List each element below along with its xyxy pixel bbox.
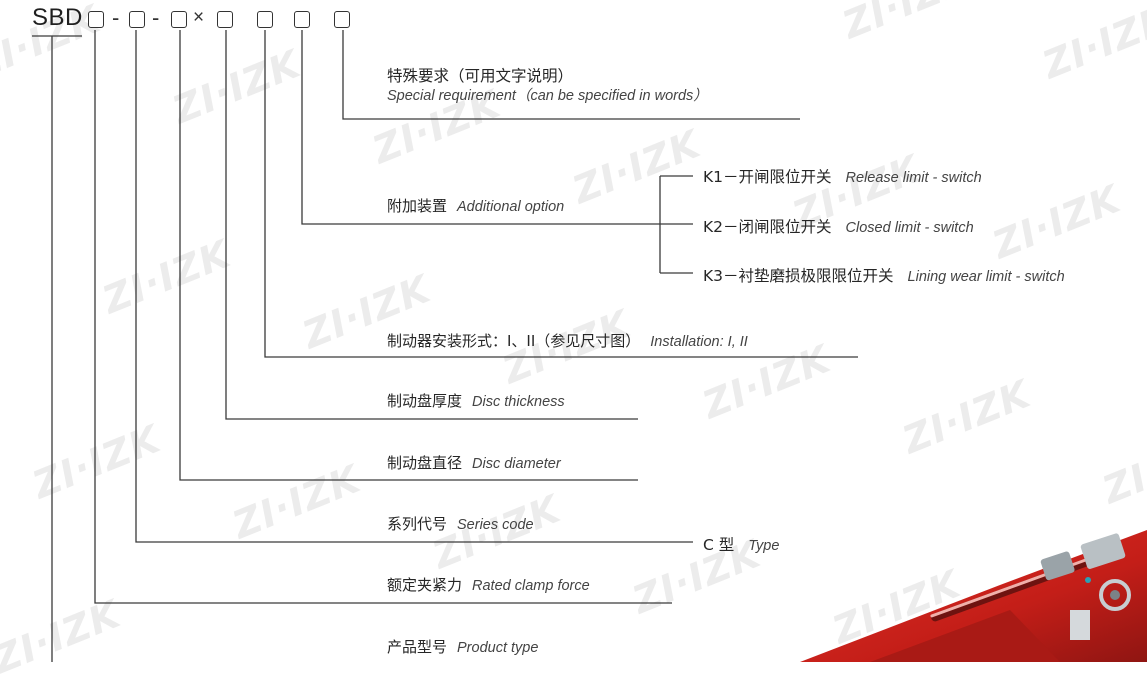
- line-series: [135, 30, 693, 543]
- label-installation: 制动器安装形式：I、II（参见尺寸图） Installation: I, II: [387, 330, 748, 351]
- line-installation: [264, 30, 858, 358]
- label-en: Disc thickness: [472, 394, 565, 410]
- series-type-en: Type: [748, 538, 780, 554]
- model-prefix: SBD: [32, 4, 83, 31]
- label-additional-option: 附加装置 Additional option: [387, 195, 564, 216]
- option-en: Release limit - switch: [845, 170, 982, 186]
- option-en: Lining wear limit - switch: [907, 269, 1065, 285]
- label-rated-clamp-force: 额定夹紧力 Rated clamp force: [387, 574, 590, 595]
- label-en: Special requirement（can be specified in …: [387, 88, 708, 104]
- label-zh: 产品型号: [387, 638, 448, 656]
- code-separator: -: [112, 5, 120, 30]
- label-en: Rated clamp force: [472, 578, 590, 594]
- label-en: Disc diameter: [472, 456, 561, 472]
- line-additional: [301, 30, 660, 225]
- label-zh: 附加装置: [387, 197, 448, 215]
- label-zh: 特殊要求（可用文字说明）: [387, 67, 574, 85]
- label-zh: 系列代号: [387, 515, 448, 533]
- label-en: Series code: [457, 517, 534, 533]
- label-zh: 制动盘直径: [387, 454, 463, 472]
- label-en: Installation: I, II: [650, 334, 748, 350]
- code-separator: -: [152, 5, 160, 30]
- code-box-additional: [294, 11, 310, 28]
- label-en: Additional option: [457, 199, 565, 215]
- code-box-clamp-force: [88, 11, 104, 28]
- brake-product-photo: [800, 530, 1147, 662]
- option-k1: K1－开闸限位开关 Release limit - switch: [703, 165, 982, 187]
- code-box-thickness: [217, 11, 233, 28]
- label-en: Product type: [457, 640, 539, 656]
- series-type-zh: C 型: [703, 536, 735, 554]
- series-type-label: C 型 Type: [703, 533, 779, 555]
- code-separator: ×: [193, 7, 205, 28]
- line-special: [342, 30, 800, 120]
- label-disc-thickness: 制动盘厚度 Disc thickness: [387, 390, 565, 411]
- option-k2: K2－闭闸限位开关 Closed limit - switch: [703, 215, 974, 237]
- code-box-installation: [257, 11, 273, 28]
- option-en: Closed limit - switch: [845, 220, 974, 236]
- label-special-requirement: 特殊要求（可用文字说明） Special requirement（can be …: [387, 66, 708, 106]
- label-zh: 制动盘厚度: [387, 392, 463, 410]
- option-zh: K1－开闸限位开关: [703, 168, 832, 186]
- label-product-type: 产品型号 Product type: [387, 636, 538, 657]
- option-k3: K3－衬垫磨损极限限位开关 Lining wear limit - switch: [703, 264, 1065, 286]
- line-clamp-force: [94, 30, 672, 604]
- label-zh: 制动器安装形式：I、II（参见尺寸图）: [387, 332, 641, 350]
- line-diameter: [179, 30, 638, 481]
- option-zh: K3－衬垫磨损极限限位开关: [703, 267, 894, 285]
- label-zh: 额定夹紧力: [387, 576, 463, 594]
- line-thickness: [225, 30, 638, 420]
- label-disc-diameter: 制动盘直径 Disc diameter: [387, 452, 561, 473]
- label-series-code: 系列代号 Series code: [387, 513, 534, 534]
- option-zh: K2－闭闸限位开关: [703, 218, 832, 236]
- connector-lines: [32, 30, 858, 662]
- code-box-series: [129, 11, 145, 28]
- code-box-diameter: [171, 11, 187, 28]
- code-box-special: [334, 11, 350, 28]
